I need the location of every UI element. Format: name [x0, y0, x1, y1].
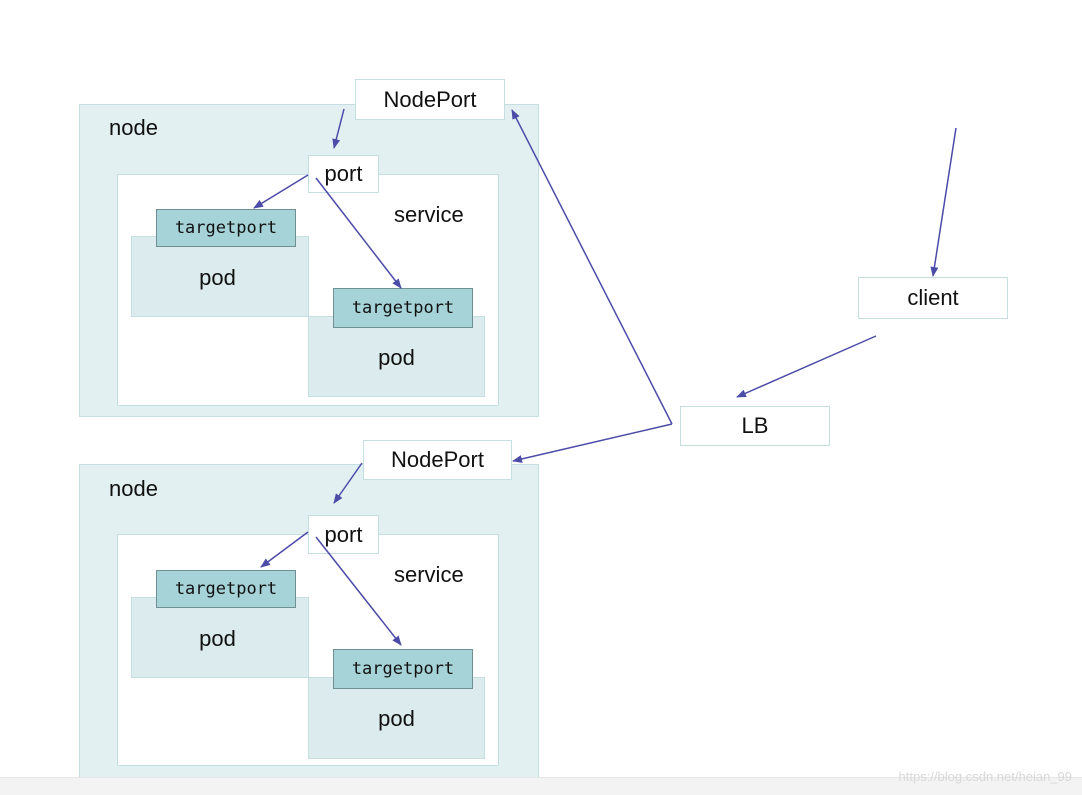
port-box: port: [308, 155, 379, 193]
arrow-port-to-targetport: [315, 536, 402, 646]
client-box: client: [858, 277, 1008, 319]
lb-box: LB: [680, 406, 830, 446]
arrow-lb-to-nodeport-1: [511, 109, 673, 425]
arrow-lb-to-nodeport-2: [512, 423, 673, 463]
pod-label: pod: [199, 626, 236, 651]
footer-bar: https://blog.csdn.net/heian_99: [0, 769, 1082, 795]
pod-box: pod: [131, 236, 309, 317]
nodeport-box: NodePort: [363, 440, 512, 480]
pod-label: pod: [378, 345, 415, 370]
arrow-port-to-targetport: [253, 174, 309, 209]
node-label: node: [109, 476, 158, 501]
arrow-port-to-targetport: [315, 177, 402, 289]
arrow-nodeport-to-port-2: [333, 462, 363, 504]
pod-label: pod: [199, 265, 236, 290]
arrow-nodeport-to-port-1: [332, 108, 345, 149]
port-box: port: [308, 515, 379, 554]
targetport-box: targetport: [333, 288, 473, 328]
arrow-port-to-targetport: [260, 531, 309, 568]
service-label: service: [394, 562, 464, 587]
nodeport-box: NodePort: [355, 79, 505, 120]
pod-box: pod: [131, 597, 309, 678]
targetport-box: targetport: [333, 649, 473, 689]
watermark: https://blog.csdn.net/heian_99: [898, 769, 1072, 784]
targetport-box: targetport: [156, 570, 296, 608]
pod-label: pod: [378, 706, 415, 731]
pod-box: pod: [308, 677, 485, 759]
pod-box: pod: [308, 316, 485, 397]
node-label: node: [109, 115, 158, 140]
targetport-box: targetport: [156, 209, 296, 247]
arrow-to-client: [930, 127, 957, 277]
service-label: service: [394, 202, 464, 227]
arrow-client-to-lb: [736, 335, 877, 398]
